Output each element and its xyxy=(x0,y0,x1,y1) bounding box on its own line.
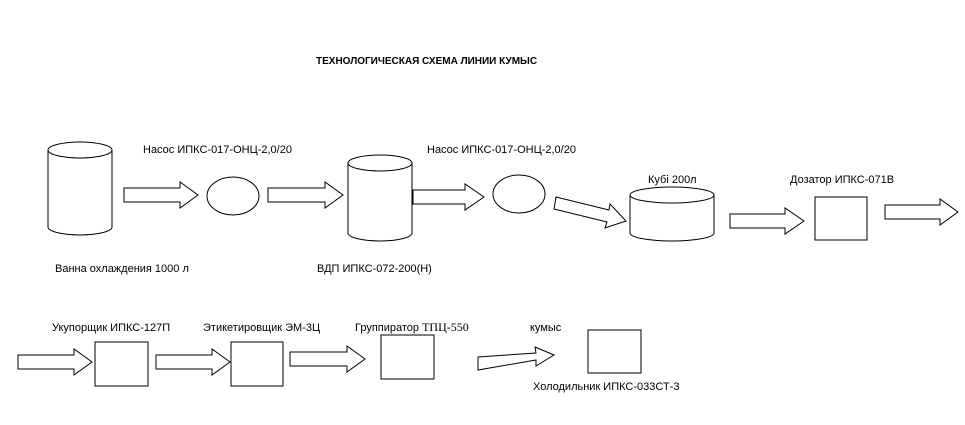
flow-arrow-9 xyxy=(289,345,366,373)
pump-1-circle xyxy=(206,176,260,216)
flow-arrow-6 xyxy=(884,198,959,226)
refrigerator-label: Холодильник ИПКС-033СТ-3 xyxy=(533,381,679,393)
dispenser-label: Дозатор ИПКС-071В xyxy=(790,174,894,186)
cube-label: Кубі 200л xyxy=(648,174,697,186)
flow-arrow-10 xyxy=(477,346,556,371)
pump-2-label: Насос ИПКС-017-ОНЦ-2,0/20 xyxy=(427,144,576,156)
product-label: кумыс xyxy=(530,322,562,334)
cube-tank xyxy=(629,186,715,242)
cooling-bath-label: Ванна охлаждения 1000 л xyxy=(55,263,189,275)
labeler-box xyxy=(230,341,284,387)
diagram-title: ТЕХНОЛОГИЧЕСКАЯ СХЕМА ЛИНИИ КУМЫС xyxy=(316,56,537,67)
flow-arrow-1 xyxy=(123,181,199,209)
grouper-label: Группиратор ТПЦ-550 xyxy=(355,320,469,334)
vdp-label: ВДП ИПКС-072-200(Н) xyxy=(317,263,432,275)
grouper-label-prefix: Группиратор xyxy=(355,322,422,334)
cooling-bath-tank xyxy=(47,141,113,236)
grouper-label-model: ТПЦ-550 xyxy=(422,320,469,334)
flow-arrow-7 xyxy=(17,348,93,376)
flow-arrow-3 xyxy=(412,183,485,211)
flow-arrow-4 xyxy=(553,196,627,229)
capper-box xyxy=(94,341,149,387)
refrigerator-box xyxy=(587,329,642,374)
capper-label: Укупорщик ИПКС-127П xyxy=(52,322,170,334)
dispenser-box xyxy=(814,196,868,241)
vdp-tank xyxy=(347,154,413,242)
flow-arrow-2 xyxy=(267,181,344,209)
grouper-box xyxy=(380,334,435,380)
labeler-label: Этикетировщик ЭМ-3Ц xyxy=(203,322,320,334)
pump-2-circle xyxy=(492,174,546,214)
flow-arrow-8 xyxy=(155,348,231,376)
pump-1-label: Насос ИПКС-017-ОНЦ-2,0/20 xyxy=(143,144,292,156)
flow-arrow-5 xyxy=(729,207,805,235)
